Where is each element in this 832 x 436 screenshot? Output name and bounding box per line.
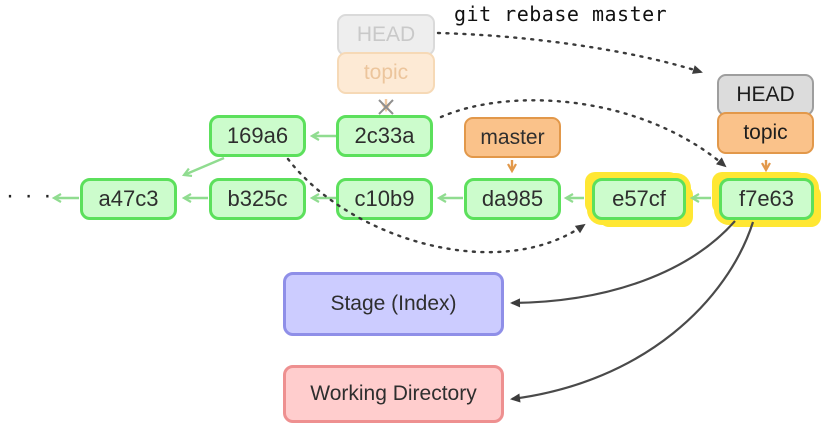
topic-ref-new-label: topic [717,112,814,154]
commit-node-da985: da985 [464,178,561,220]
head-topic-ref-old: HEAD topic [337,14,435,94]
head-topic-ref-new: HEAD topic [717,74,814,154]
ref-master: master [464,117,561,158]
ref-pointer-arrows [507,160,771,174]
arrow-f7e63-stage [510,220,736,308]
arrow-head-move [436,31,703,74]
working-directory-box: Working Directory [283,365,504,423]
commit-node-f7e63: f7e63 [719,178,814,220]
commit-node-e57cf: e57cf [592,178,686,220]
cross-out-x-icon [378,99,394,115]
rebase-command-label: git rebase master [454,2,668,26]
head-ref-old-label: HEAD [337,14,435,56]
commit-node-a47c3: a47c3 [80,178,177,220]
arrow-f7e63-working [510,221,755,403]
stage-index-box: Stage (Index) [283,272,504,336]
history-ellipsis: · · · [6,182,54,209]
head-ref-new-label: HEAD [717,74,814,116]
commit-node-c10b9: c10b9 [336,178,433,220]
arrow-169a6-a47c3 [181,156,225,178]
commit-node-b325c: b325c [209,178,306,220]
topic-ref-old-label: topic [337,52,435,94]
checkout-arrows [510,220,755,403]
commit-node-2c33a: 2c33a [336,115,433,157]
commit-node-169a6: 169a6 [209,115,306,157]
